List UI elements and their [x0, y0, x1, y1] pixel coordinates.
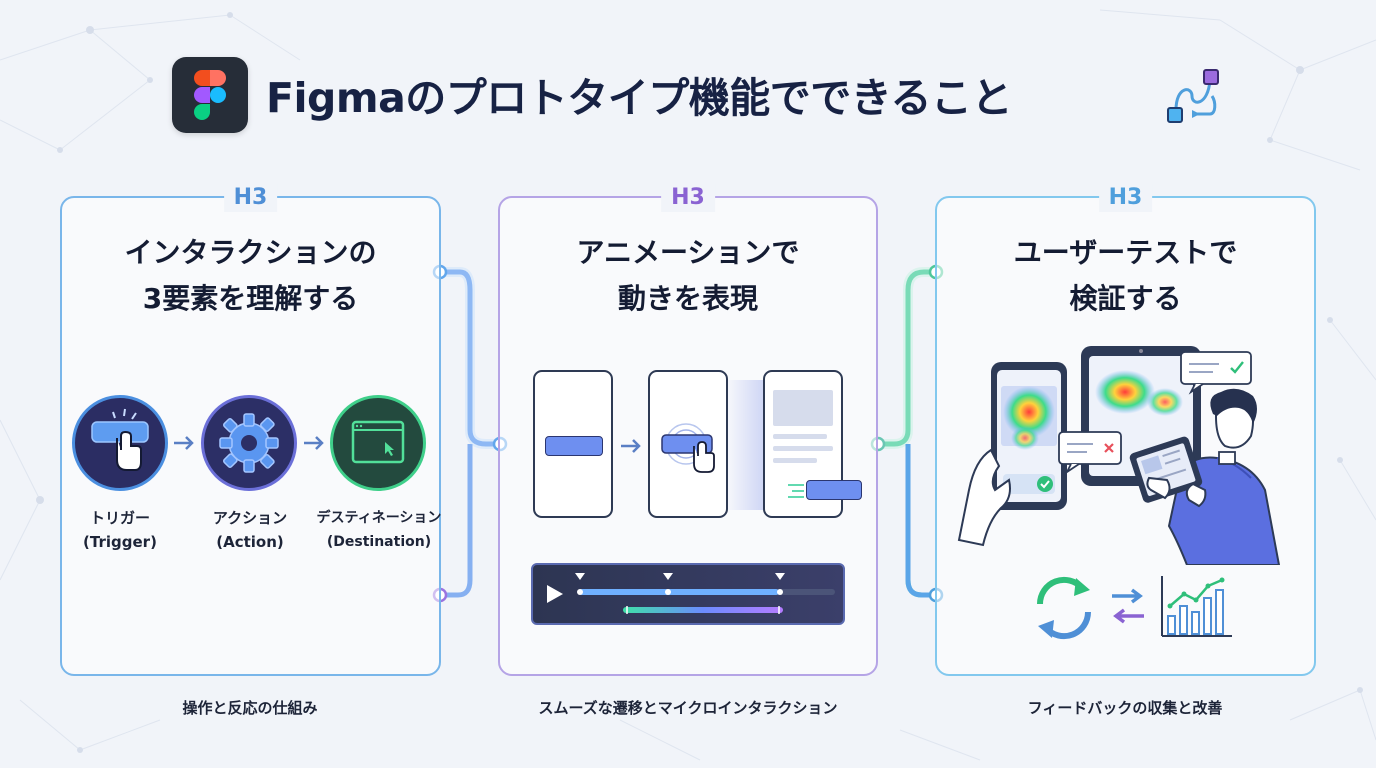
text-line	[773, 434, 827, 439]
play-icon	[547, 585, 563, 603]
browser-cursor-icon	[330, 395, 426, 491]
image-placeholder	[773, 390, 833, 426]
card-caption: フィードバックの収集と改善	[1027, 699, 1223, 717]
tap-ripple-icon	[661, 423, 715, 473]
transition-blur	[728, 380, 766, 510]
gear-icon	[201, 395, 297, 491]
step-label-action: アクション (Action)	[192, 506, 308, 554]
figma-logo-icon	[172, 57, 248, 133]
tap-button-icon	[72, 395, 168, 491]
arrow-icon	[174, 436, 194, 450]
screen-frame-tap	[648, 370, 728, 518]
card-heading: アニメーションで 動きを表現	[500, 230, 876, 322]
card-caption: 操作と反応の仕組み	[182, 699, 318, 717]
card-heading: ユーザーテストで 検証する	[937, 230, 1314, 322]
card-heading-line: 動きを表現	[617, 282, 758, 315]
screen-frame-start	[533, 370, 613, 518]
page-title: Figmaのプロトタイプ機能でできること	[266, 74, 1012, 122]
feedback-bubble-x	[1058, 431, 1122, 475]
animation-timeline[interactable]	[531, 563, 845, 625]
card-heading-line: インタラクションの	[124, 236, 377, 269]
step-label-en: (Destination)	[326, 534, 432, 550]
text-line	[773, 446, 833, 451]
refresh-cycle-icon	[1036, 576, 1092, 640]
arrow-icon	[621, 439, 641, 453]
card-tag: H3	[661, 184, 715, 212]
motion-lines	[788, 484, 804, 498]
x-icon	[1104, 443, 1114, 453]
flow-nodes-icon	[1162, 66, 1226, 130]
user-test-illustration	[957, 346, 1281, 565]
card-tag: H3	[223, 184, 278, 212]
connector-left	[432, 264, 508, 603]
ui-button-shape	[806, 480, 862, 500]
step-label-jp: トリガー	[89, 509, 150, 527]
step-label-trigger: トリガー (Trigger)	[62, 506, 178, 554]
step-label-jp: アクション	[212, 509, 288, 527]
feedback-bubble-check	[1180, 351, 1252, 395]
ui-button-shape	[545, 436, 603, 456]
card-heading-line: ユーザーテストで	[1013, 236, 1238, 269]
card-caption: スムーズな遷移とマイクロインタラクション	[538, 699, 838, 717]
screen-frame-end	[763, 370, 843, 518]
connector-right	[870, 264, 944, 603]
card-heading-line: アニメーションで	[576, 236, 800, 269]
heatmap-phone-icon	[991, 362, 1067, 510]
card-heading-line: 検証する	[1069, 282, 1182, 315]
step-label-en: (Action)	[216, 533, 284, 551]
check-icon	[1040, 480, 1050, 489]
check-icon	[1230, 361, 1244, 374]
step-label-destination: デスティネーション (Destination)	[302, 506, 456, 554]
step-label-en: (Trigger)	[83, 533, 157, 551]
step-label-jp: デスティネーション	[316, 510, 442, 526]
text-line	[773, 458, 817, 463]
card-tag: H3	[1098, 184, 1153, 212]
card-heading-line: 3要素を理解する	[142, 282, 359, 315]
arrow-icon	[304, 436, 324, 450]
swap-arrows-icon	[1112, 588, 1144, 624]
bar-chart-icon	[1161, 576, 1232, 637]
card-heading: インタラクションの 3要素を理解する	[62, 230, 439, 322]
person-tablet-icon	[1129, 388, 1281, 565]
